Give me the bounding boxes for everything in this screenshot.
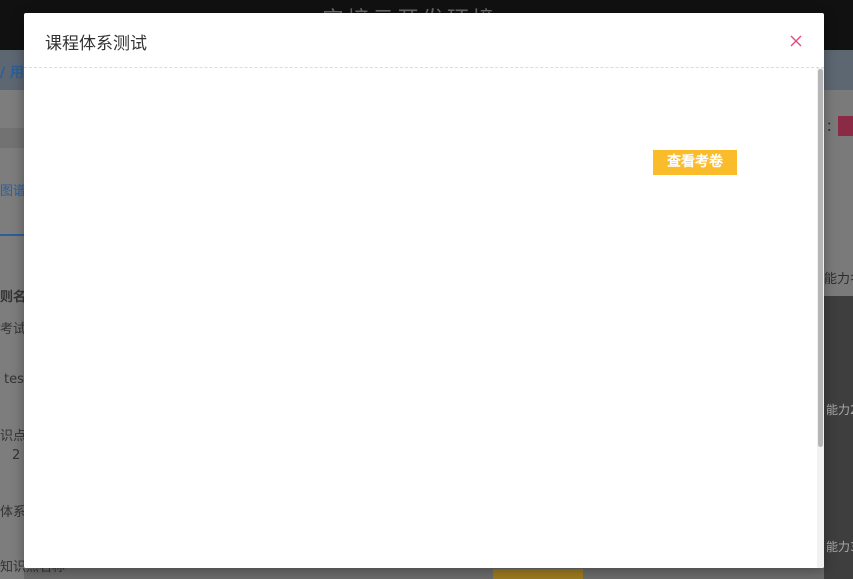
- right-text-colon: ：: [826, 120, 840, 135]
- left-tab-underline: [0, 234, 24, 236]
- right-dark-panel: [824, 296, 853, 579]
- right-text-ability-name: 能力名: [824, 272, 853, 287]
- left-text-knowledge: 识点: [0, 429, 27, 444]
- background-finish-button: [493, 569, 583, 579]
- left-tab-strip: [0, 128, 24, 148]
- left-text-count: 2: [12, 448, 21, 463]
- close-icon[interactable]: [787, 32, 805, 50]
- right-text-ability2: 能力2: [826, 403, 853, 417]
- breadcrumb: / 用: [0, 65, 24, 81]
- view-paper-button[interactable]: 查看考卷: [653, 150, 737, 175]
- left-tab-graph: 图谱: [0, 184, 27, 199]
- modal-title: 课程体系测试: [45, 34, 147, 54]
- modal-scrollbar[interactable]: [817, 68, 824, 568]
- course-system-test-modal: 课程体系测试 查看考卷: [24, 13, 824, 568]
- right-text-ability3: 能力3: [826, 540, 853, 554]
- left-text-exam: 考试: [0, 322, 27, 337]
- left-text-test: test: [4, 372, 29, 387]
- left-text-system: 体系: [0, 505, 27, 520]
- left-panel: [0, 90, 24, 579]
- modal-header: 课程体系测试: [24, 13, 824, 68]
- right-badge: [838, 116, 853, 136]
- modal-body: 查看考卷: [24, 68, 817, 568]
- scrollbar-thumb[interactable]: [818, 69, 823, 447]
